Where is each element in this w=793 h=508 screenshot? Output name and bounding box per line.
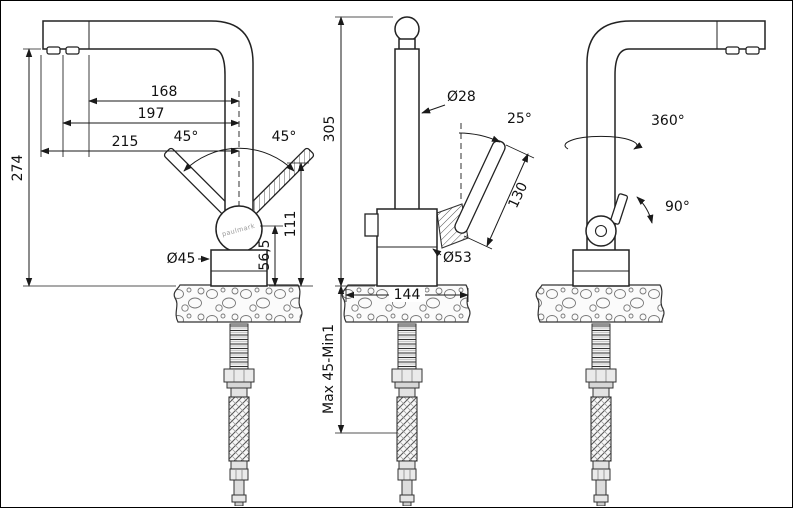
dimensions-side-left: 168 197 215 274 45° 45° Ø45 56,5 111 bbox=[10, 48, 313, 287]
dim-label-197: 197 bbox=[138, 106, 165, 122]
under-counter-assembly bbox=[223, 323, 255, 506]
dim-label-130: 130 bbox=[505, 180, 531, 211]
dim-label-215: 215 bbox=[112, 134, 139, 150]
angle-label-360: 360° bbox=[651, 113, 685, 129]
dia-label-53: Ø53 bbox=[443, 250, 472, 266]
lever-right bbox=[243, 147, 315, 219]
aerator-outlet bbox=[745, 46, 760, 55]
angle-label-45-left: 45° bbox=[174, 129, 199, 145]
rotation-arrow-90 bbox=[636, 196, 654, 224]
dim-label-274: 274 bbox=[10, 155, 26, 182]
dimensions-front: 305 Ø28 25° 130 Ø53 144 Max 45-Min1 bbox=[321, 16, 535, 434]
view-side-right: 360° 90° bbox=[535, 20, 766, 506]
handle-knob-center bbox=[594, 224, 608, 238]
rotation-arrow-360 bbox=[564, 135, 643, 150]
view-front: 305 Ø28 25° 130 Ø53 144 Max 45-Min1 bbox=[321, 16, 535, 506]
countertop bbox=[535, 284, 665, 323]
dim-label-111: 111 bbox=[283, 211, 299, 238]
dim-label-mount-thickness: Max 45-Min1 bbox=[321, 324, 337, 414]
faucet-body bbox=[572, 249, 630, 287]
dim-label-144: 144 bbox=[394, 287, 421, 303]
dia-label-45: Ø45 bbox=[167, 251, 196, 267]
faucet-body bbox=[210, 249, 268, 287]
side-outlet bbox=[364, 213, 379, 237]
under-counter-assembly bbox=[585, 323, 617, 506]
aerator-outlet bbox=[725, 46, 740, 55]
dim-label-168: 168 bbox=[151, 84, 178, 100]
view-side-left: paulmark 168 197 215 274 45° 45° Ø45 bbox=[10, 20, 315, 506]
dim-label-56-5: 56,5 bbox=[257, 239, 273, 270]
angle-label-45-right: 45° bbox=[272, 129, 297, 145]
angle-label-90: 90° bbox=[665, 199, 690, 215]
aerator-outlet bbox=[46, 46, 61, 55]
countertop bbox=[173, 284, 303, 323]
dim-label-305: 305 bbox=[322, 116, 338, 143]
spout-pipe bbox=[394, 48, 420, 211]
under-counter-assembly bbox=[391, 323, 423, 506]
spout-end-cap bbox=[394, 16, 420, 42]
angle-label-25: 25° bbox=[507, 111, 532, 127]
lever-left bbox=[163, 147, 235, 219]
aerator-outlet bbox=[65, 46, 80, 55]
dia-label-28: Ø28 bbox=[447, 89, 476, 105]
